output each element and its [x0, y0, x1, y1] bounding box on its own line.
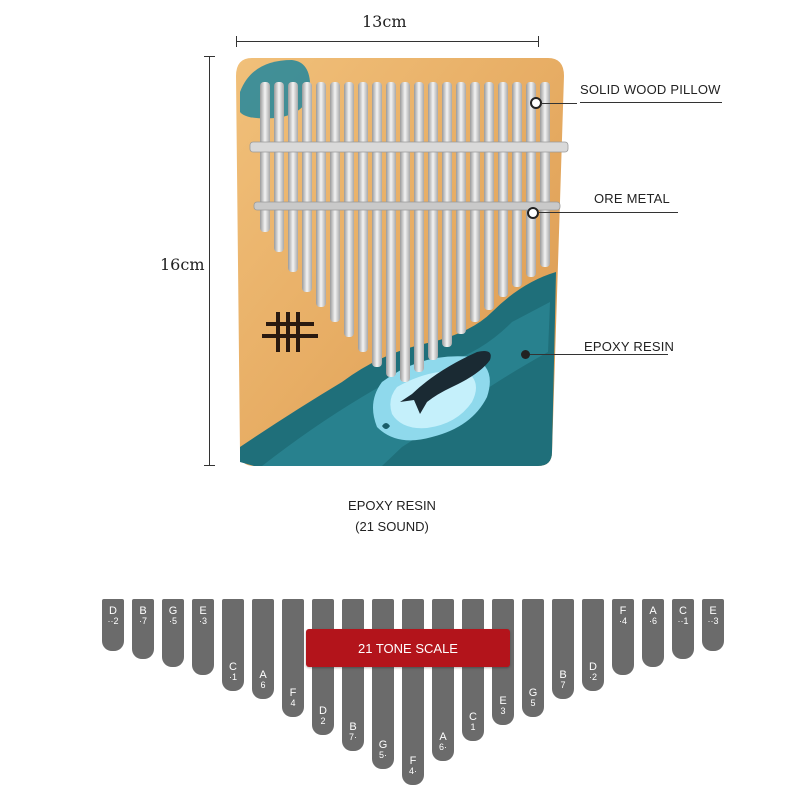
tine-octave-mark: 4· — [408, 766, 417, 776]
tine-20: C··1 — [672, 599, 694, 659]
tine-note: B — [139, 605, 147, 617]
epoxy-resin — [240, 272, 556, 466]
tine-note: F — [289, 687, 297, 699]
tine-note: G — [378, 739, 388, 751]
tine-3: G·5 — [162, 599, 184, 667]
caption-line-2: (21 SOUND) — [355, 519, 429, 534]
tine-octave-mark: 7 — [560, 680, 566, 690]
tine-note: C — [679, 605, 687, 617]
tine-note: C — [229, 661, 237, 673]
tine-note: F — [619, 605, 627, 617]
tine-octave-mark: ··1 — [677, 616, 689, 626]
tine-octave-mark: 1 — [470, 722, 476, 732]
tine-octave-mark: ·4 — [618, 616, 627, 626]
tine-note: E — [709, 605, 717, 617]
callout-label-epoxy-resin: EPOXY RESIN — [584, 339, 675, 354]
tine-octave-mark: 6 — [260, 680, 266, 690]
tine-21: E··3 — [702, 599, 724, 651]
tine-note: C — [469, 711, 477, 723]
tine-octave-mark: ·6 — [648, 616, 657, 626]
tine-octave-mark: 2 — [320, 716, 326, 726]
tine-19: A·6 — [642, 599, 664, 667]
tine-octave-mark: ·7 — [138, 616, 147, 626]
tine-octave-mark: ··3 — [707, 616, 719, 626]
tine-note: B — [559, 669, 567, 681]
kalimba-image — [236, 58, 569, 466]
tine-note: F — [409, 755, 417, 767]
callout-label-ore-metal: ORE METAL — [594, 191, 670, 206]
tine-note: D — [109, 605, 117, 617]
tine-5: C·1 — [222, 599, 244, 691]
width-label: 13cm — [362, 12, 407, 31]
tine-4: E·3 — [192, 599, 214, 675]
tine-octave-mark: ·3 — [198, 616, 207, 626]
tine-note: D — [589, 661, 597, 673]
callout-label-solid-wood-pillow: SOLID WOOD PILLOW — [580, 82, 721, 97]
brand-logo-icon — [262, 312, 318, 352]
tine-octave-mark: 7· — [348, 732, 357, 742]
tine-note: D — [319, 705, 327, 717]
whale-silhouette — [400, 351, 491, 414]
tine-note: B — [349, 721, 357, 733]
tine-octave-mark: 6· — [438, 742, 447, 752]
tine-octave-mark: ·1 — [228, 672, 237, 682]
tine-note: G — [528, 687, 538, 699]
tine-note: A — [649, 605, 657, 617]
tine-note: A — [259, 669, 267, 681]
tine-note: A — [439, 731, 447, 743]
tine-octave-mark: ·5 — [168, 616, 177, 626]
tine-octave-mark: 5 — [530, 698, 536, 708]
tine-octave-mark: 4 — [290, 698, 296, 708]
tone-scale-banner: 21 TONE SCALE — [306, 629, 510, 667]
metal-bar — [253, 201, 561, 211]
caption-line-1: EPOXY RESIN — [348, 498, 436, 513]
pillow-bar — [249, 141, 569, 153]
tine-octave-mark: 3 — [500, 706, 506, 716]
tine-17: D·2 — [582, 599, 604, 691]
tine-18: F·4 — [612, 599, 634, 675]
tine-note: E — [199, 605, 207, 617]
tone-scale-banner-label: 21 TONE SCALE — [358, 640, 458, 656]
product-caption: EPOXY RESIN (21 SOUND) — [292, 498, 492, 534]
tine-octave-mark: ··2 — [107, 616, 119, 626]
tine-1: D··2 — [102, 599, 124, 651]
tine-octave-mark: 5· — [378, 750, 387, 760]
tine-note: G — [168, 605, 178, 617]
tine-note: E — [499, 695, 507, 707]
tine-2: B·7 — [132, 599, 154, 659]
tine-octave-mark: ·2 — [588, 672, 597, 682]
height-label: 16cm — [160, 255, 205, 274]
